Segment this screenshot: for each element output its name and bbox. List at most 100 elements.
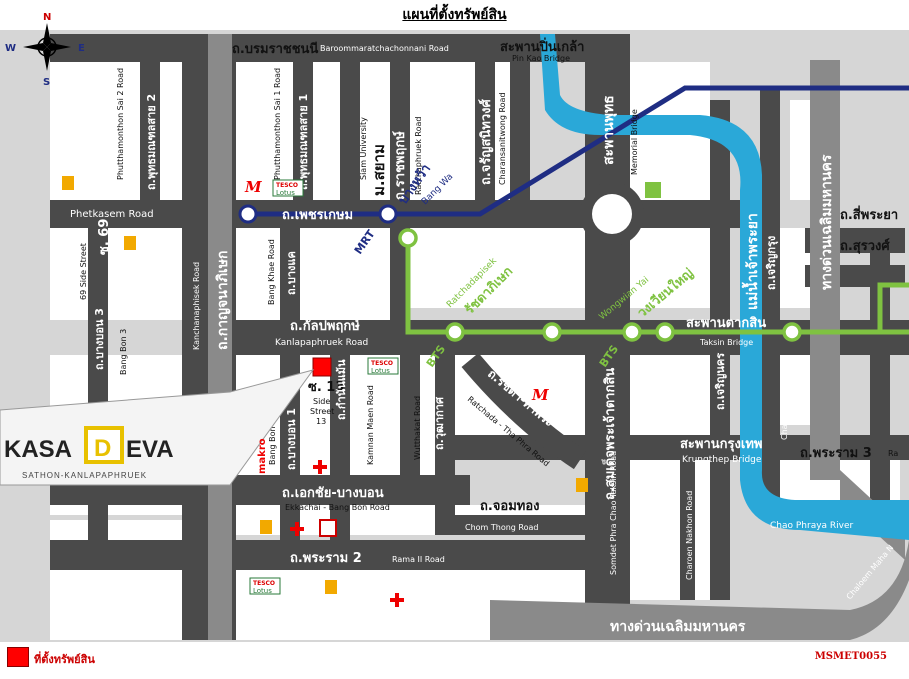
label-charoenkrung-th: ถ.เจริญกรุง — [765, 236, 779, 290]
label-phutthamonthon1-en: Phutthamonthon Sai 1 Road — [273, 68, 282, 180]
label-krungthep-bridge-th: สะพานกรุงเทพ — [680, 437, 762, 452]
label-siam-university-th: ม.สยาม — [370, 144, 388, 196]
label-charansanitwong-th: ถ.จรัญสนิทวงศ์ — [478, 98, 494, 185]
label-sipraya-th: ถ.สี่พระยา — [840, 205, 898, 223]
label-charoenkrung-en: Charoen Krung Road — [780, 358, 789, 440]
label-wutthakat-en: Wutthakat Road — [413, 396, 422, 460]
label-somdet-th: ถ.สมเด็จพระเจ้าตากสิน — [600, 368, 618, 500]
legend-property-swatch — [7, 647, 29, 667]
m-logo-icon: M — [531, 386, 549, 404]
label-soi69-en: 69 Side Street — [79, 243, 88, 300]
label-bangkhae-th: ถ.บางแค — [285, 251, 298, 295]
svg-text:Lotus: Lotus — [253, 587, 272, 595]
label-memorial-th: สะพานพุทธ — [601, 95, 617, 165]
label-surawong-th: ถ.สุรวงศ์ — [840, 238, 890, 254]
label-kamnanmaen-en: Kamnan Maen Road — [366, 385, 375, 465]
bts-station-ratchadaphisek — [445, 322, 465, 342]
bts-line — [405, 240, 909, 335]
label-somdet-en: Somdet Phra Chao Taksin Road — [609, 451, 618, 575]
label-phetkasem-th: ถ.เพชรเกษม — [282, 208, 353, 223]
svg-text:SATHON-KANLAPAPHRUEK: SATHON-KANLAPAPHRUEK — [22, 471, 147, 480]
label-bangbon1-en: Bang Bon 1 — [268, 419, 277, 465]
label-ekkachai-en: Ekkachai - Bang Bon Road — [285, 503, 390, 512]
label-kamnanmaen-th: ถ.กำนันแม้น — [335, 359, 348, 420]
label-borommaratchachonnani-en: Baroommaratchachonnani Road — [320, 44, 449, 53]
label-siam-university-en: Siam University — [359, 117, 368, 180]
kasa-deva-logo: KASA D EVA SATHON-KANLAPAPHRUEK — [4, 426, 174, 480]
map-title: แผนที่ตั้งทรัพย์สิน — [402, 7, 507, 23]
compass-east: E — [78, 43, 85, 54]
label-krungthep-bridge-en: Krungthep Bridge — [682, 455, 762, 465]
label-kanlapaphruek-en: Kanlapaphruek Road — [275, 338, 368, 348]
m-logo-icon: M — [244, 178, 262, 196]
bts-station-bang-wa — [398, 228, 418, 248]
compass-north: N — [43, 12, 51, 23]
label-bangkhae-en: Bang Khae Road — [267, 239, 276, 305]
svg-text:TESCO: TESCO — [371, 360, 393, 367]
brand-callout — [0, 369, 315, 486]
hospital-icon — [313, 460, 327, 474]
store-icon — [124, 236, 136, 250]
svg-text:Lotus: Lotus — [276, 189, 295, 197]
park-icon — [645, 182, 661, 198]
bts-station-pho-nimit — [655, 322, 675, 342]
label-rama2-th: ถ.พระราม 2 — [290, 551, 362, 566]
property-code: MSMET0055 — [814, 651, 887, 662]
mrt-station-phetkasem — [238, 204, 258, 224]
hospital-icon — [390, 593, 404, 607]
compass-south: S — [43, 77, 50, 88]
bts-station-wongwian-yai — [622, 322, 642, 342]
label-charoennakhon-th: ถ.เจริญนคร — [714, 353, 727, 410]
label-soi13-en2: Street — [310, 407, 334, 416]
label-bangbon1-th: ถ.บางบอน 1 — [285, 408, 298, 470]
label-phutthamonthon2-en: Phutthamonthon Sai 2 Road — [116, 68, 125, 180]
label-expressway-bottom-th: ทางด่วนเฉลิมมหานคร — [610, 619, 746, 635]
label-borommaratchachonnani-th: ถ.บรมราชชนนี — [232, 41, 318, 57]
property-marker[interactable] — [312, 357, 332, 377]
store-icon — [325, 580, 337, 594]
tesco-lotus-logo: TESCO Lotus — [249, 577, 281, 595]
label-phutthamonthon1-th: ถ.พุทธมณฑลสาย 1 — [297, 94, 311, 190]
label-phetkasem-en: Phetkasem Road — [70, 209, 154, 220]
label-soi69-th: ซ. 69 — [97, 219, 112, 255]
label-rama2-en: Rama II Road — [392, 555, 445, 564]
label-pinklao-en: Pin Kao Bridge — [512, 54, 570, 63]
tesco-lotus-logo: TESCO Lotus — [272, 179, 304, 197]
legend-property-label: ที่ตั้งทรัพย์สิน — [34, 653, 95, 666]
label-wutthakat-th: ถ.วุฒากาศ — [433, 396, 447, 450]
compass-icon: N S W E — [5, 12, 85, 88]
label-kanchanaphisek-th: ถ.กาญจนาภิเษก — [215, 251, 231, 350]
store-icon — [576, 478, 588, 492]
label-bangbon3-th: ถ.บางบอน 3 — [93, 308, 106, 370]
label-charoennakhon-en: Charoen Nakhon Road — [685, 491, 694, 580]
label-pinklao-th: สะพานปิ่นเกล้า — [500, 37, 584, 55]
bts-station-saphan-taksin — [782, 322, 802, 342]
label-taksin-bridge-en: Taksin Bridge — [699, 338, 753, 347]
label-chomthong-th: ถ.จอมทอง — [480, 499, 540, 514]
label-rama3-en: Ra — [888, 449, 898, 458]
label-ekkachai-th: ถ.เอกชัย-บางบอน — [282, 486, 384, 501]
svg-text:TESCO: TESCO — [253, 580, 275, 587]
svg-text:Lotus: Lotus — [371, 367, 390, 375]
label-kanchanaphisek-en: Kanchanaphisek Road — [192, 262, 201, 350]
label-rama3-th: ถ.พระราม 3 — [800, 446, 872, 461]
svg-text:D: D — [94, 435, 111, 462]
label-makro: makro — [257, 438, 268, 474]
label-expressway-vertical-th: ทางด่วนเฉลิมมหานคร — [819, 154, 835, 290]
label-soi13-en1: Side — [313, 397, 330, 406]
hospital-icon — [290, 522, 304, 536]
svg-text:EVA: EVA — [126, 436, 174, 463]
label-taksin-bridge-th: สะพานตากสิน — [686, 316, 766, 331]
mrt-line — [248, 85, 909, 217]
label-ratchaphruek-th: ถ.ราชพฤกษ์ — [392, 131, 408, 200]
label-phutthamonthon2-th: ถ.พุทธมณฑลสาย 2 — [145, 94, 159, 190]
label-bangbon3-en: Bang Bon 3 — [119, 329, 128, 375]
label-chaophraya-en: Chao Phraya River — [770, 521, 854, 531]
svg-text:TESCO: TESCO — [276, 182, 298, 189]
store-icon — [260, 520, 272, 534]
ratchada-tha-phra-road — [461, 352, 587, 470]
store-icon — [62, 176, 74, 190]
label-memorial-en: Memorial Bridge — [630, 109, 639, 175]
label-soi13-th: ซ. 13 — [308, 380, 344, 395]
